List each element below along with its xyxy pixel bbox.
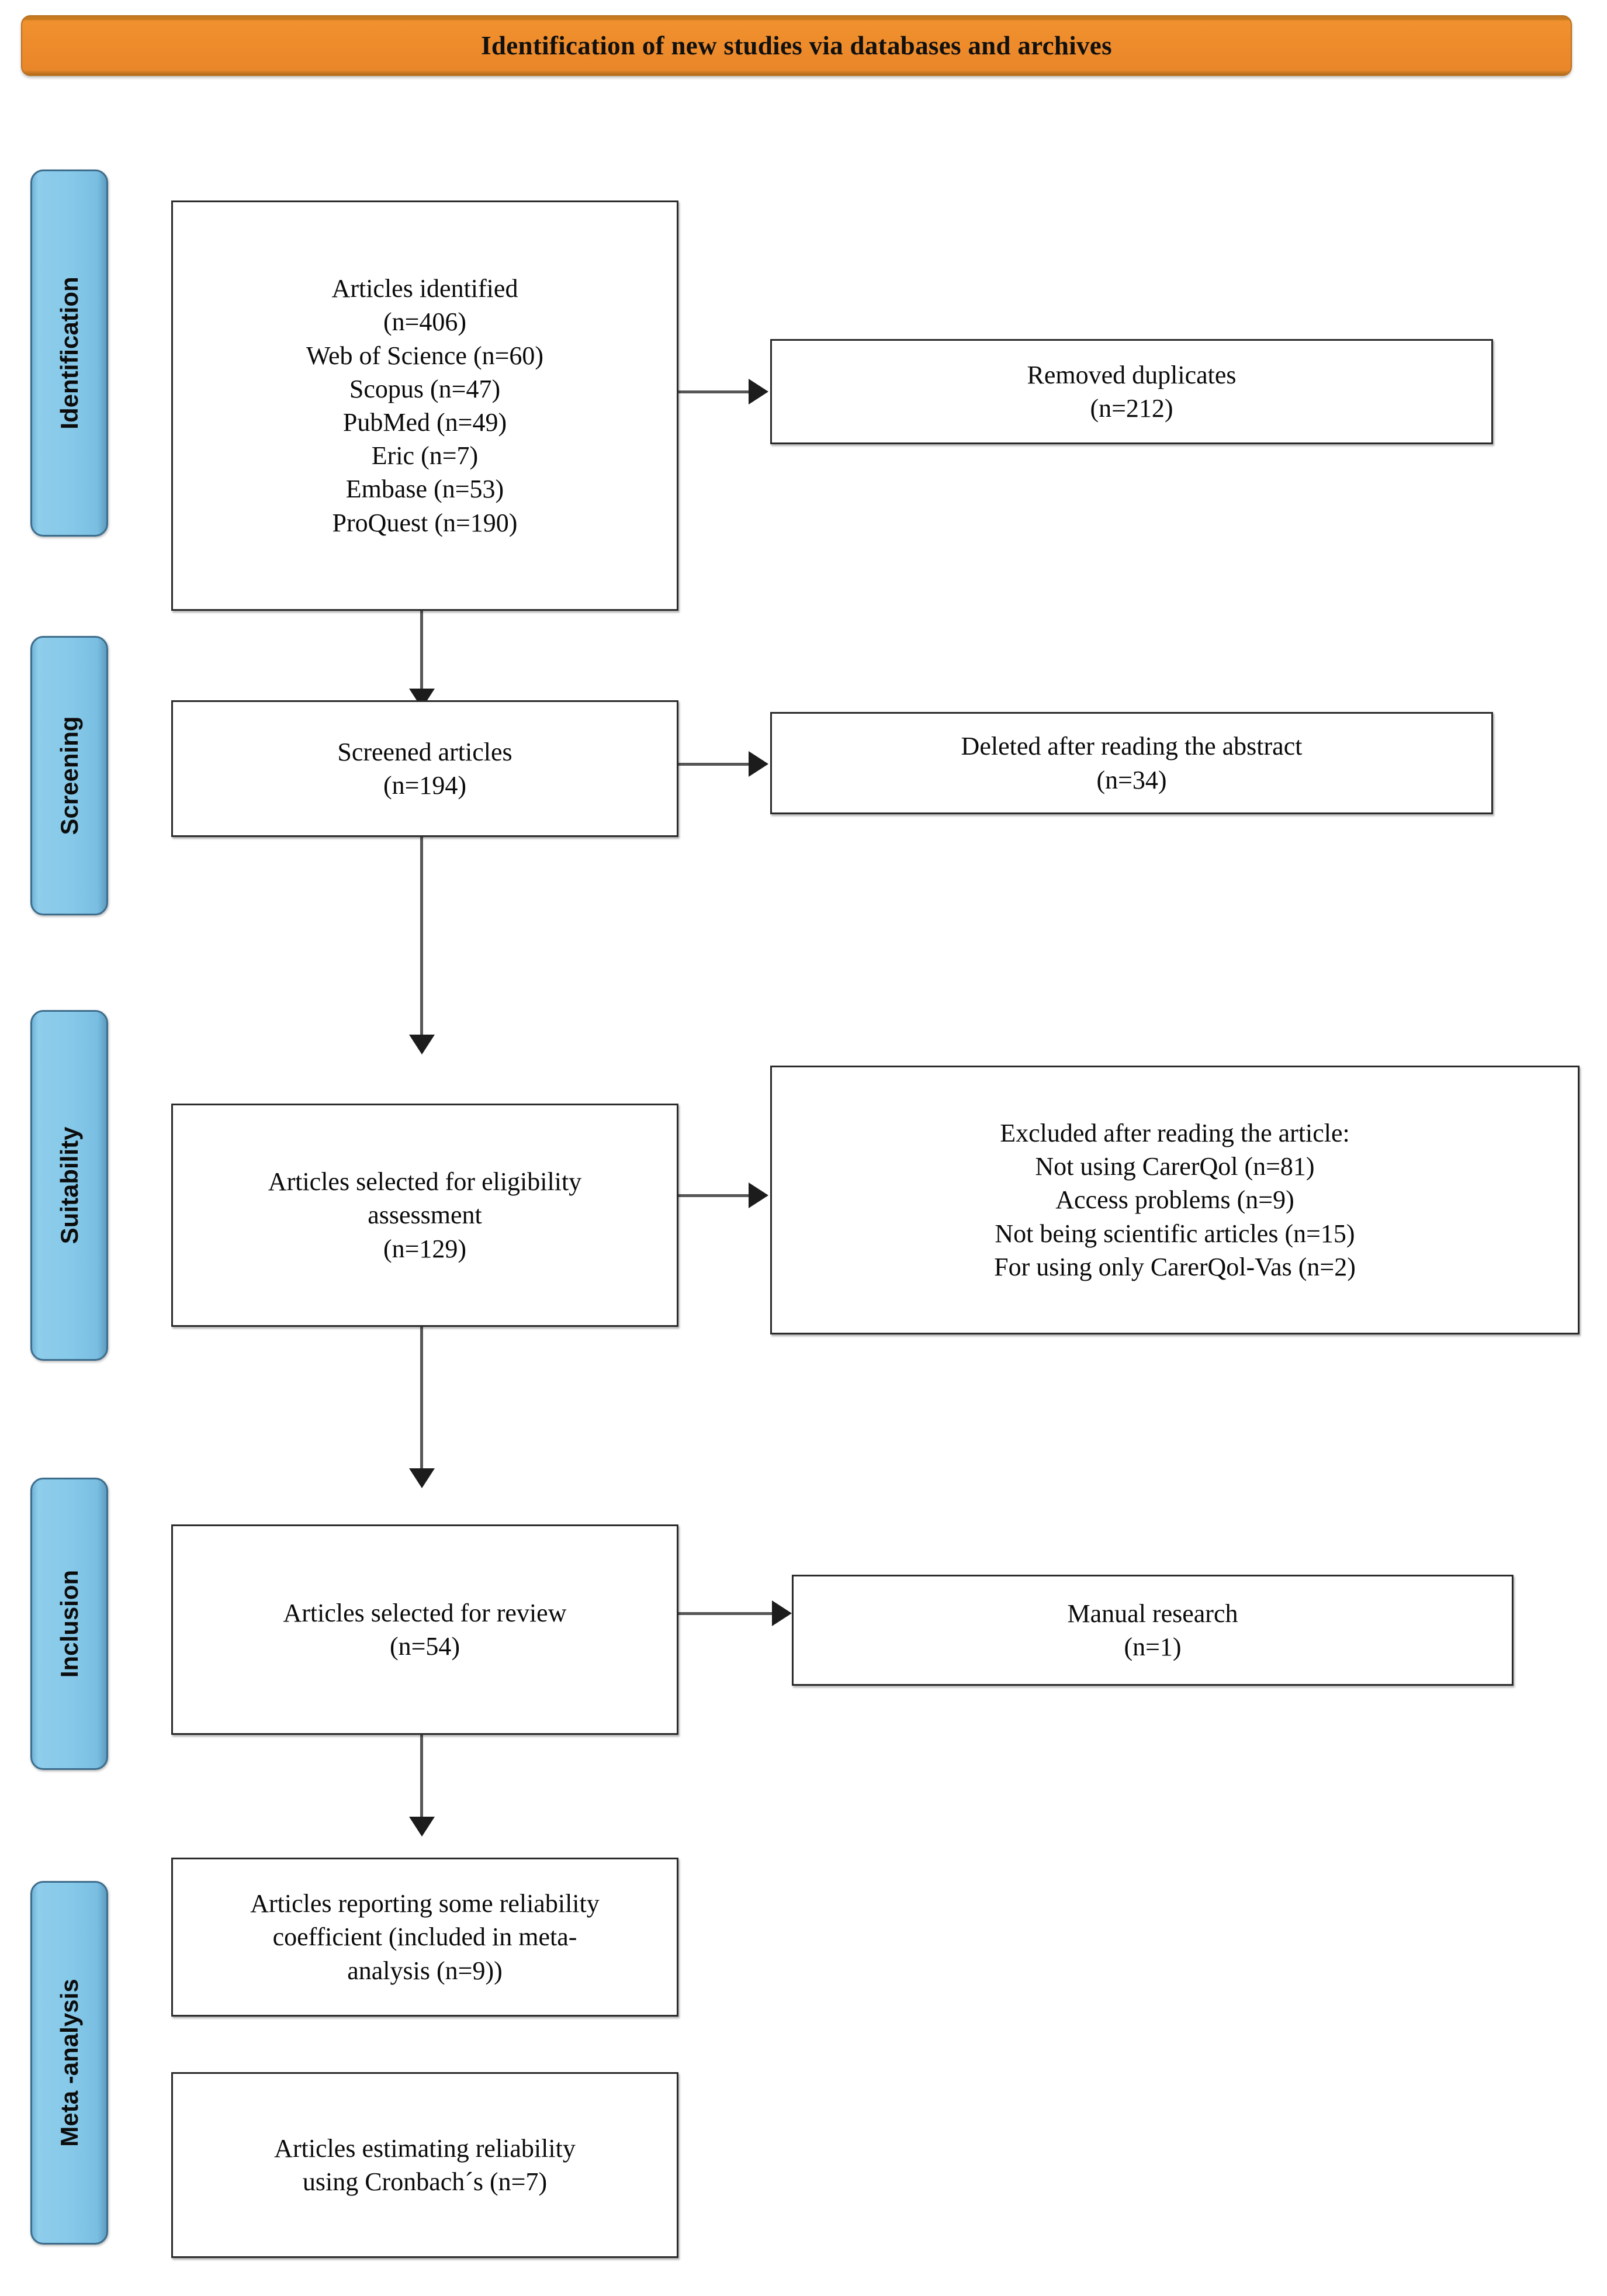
box-screened-articles: Screened articles (n=194): [171, 700, 678, 837]
stage-tab-label-meta-analysis: Meta -analysis: [55, 1979, 83, 2147]
line-articles-identified-2: Web of Science (n=60): [306, 341, 544, 370]
line-reliability-1: coefficient (included in meta-: [272, 1922, 577, 1952]
stage-tab-screening: Screening: [30, 636, 108, 915]
connector-eligibility-to-excluded: [678, 1194, 749, 1197]
arrowhead-eligibility-to-excluded: [749, 1182, 768, 1208]
box-excluded-after-article-text: Excluded after reading the article: Not …: [772, 1116, 1578, 1284]
line-articles-identified-6: Embase (n=53): [345, 475, 504, 504]
arrowhead-review-to-manual: [772, 1600, 792, 1626]
stage-tab-label-identification: Identification: [55, 276, 83, 430]
box-manual-research: Manual research (n=1): [792, 1575, 1514, 1686]
connector-review-to-manual: [678, 1612, 772, 1615]
diagram-title: Identification of new studies via databa…: [481, 31, 1112, 60]
line-cronbach-1: using Cronbach´s (n=7): [302, 2167, 548, 2196]
arrowhead-screened-to-deleted: [749, 751, 768, 777]
line-screened-articles-0: Screened articles: [337, 737, 512, 766]
line-reliability-0: Articles reporting some reliability: [250, 1889, 600, 1918]
stage-tab-suitability: Suitability: [30, 1010, 108, 1361]
stage-tab-label-inclusion: Inclusion: [55, 1569, 83, 1678]
box-reliability-coefficient-reported-text: Articles reporting some reliability coef…: [173, 1887, 677, 1987]
stage-tab-identification: Identification: [30, 170, 108, 537]
box-articles-identified-text: Articles identified (n=406) Web of Scien…: [173, 272, 677, 540]
line-articles-identified-1: (n=406): [383, 307, 467, 337]
box-deleted-after-abstract: Deleted after reading the abstract (n=34…: [770, 712, 1493, 814]
box-excluded-after-article: Excluded after reading the article: Not …: [770, 1066, 1580, 1334]
arrowhead-screened-to-eligibility: [409, 1035, 435, 1054]
stage-tab-meta-analysis: Meta -analysis: [30, 1881, 108, 2245]
line-review-1: (n=54): [389, 1632, 460, 1661]
line-manual-1: (n=1): [1124, 1633, 1182, 1661]
line-eligibility-0: Articles selected for eligibility: [268, 1167, 582, 1197]
box-articles-selected-for-review-text: Articles selected for review (n=54): [173, 1596, 677, 1663]
box-cronbach-alpha: Articles estimating reliability using Cr…: [171, 2072, 678, 2258]
arrowhead-identified-to-duplicates: [749, 379, 768, 404]
line-articles-identified-3: Scopus (n=47): [349, 374, 501, 403]
connector-screened-to-eligibility: [420, 837, 423, 1042]
connector-identified-to-duplicates: [678, 390, 749, 393]
box-articles-identified: Articles identified (n=406) Web of Scien…: [171, 200, 678, 611]
connector-screened-to-deleted: [678, 763, 749, 766]
line-deleted-after-abstract-1: (n=34): [1096, 765, 1167, 794]
line-articles-identified-7: ProQuest (n=190): [332, 508, 518, 537]
line-manual-0: Manual research: [1067, 1599, 1238, 1628]
line-excluded-0: Excluded after reading the article:: [1000, 1119, 1350, 1148]
arrowhead-review-to-reliability: [409, 1817, 435, 1837]
box-manual-research-text: Manual research (n=1): [794, 1597, 1512, 1664]
line-eligibility-1: assessment: [368, 1201, 482, 1230]
line-removed-duplicates-1: (n=212): [1090, 394, 1173, 423]
box-deleted-after-abstract-text: Deleted after reading the abstract (n=34…: [772, 729, 1491, 796]
line-excluded-3: Not being scientific articles (n=15): [995, 1219, 1355, 1248]
line-articles-identified-0: Articles identified: [331, 274, 518, 303]
line-eligibility-2: (n=129): [383, 1234, 467, 1263]
line-excluded-4: For using only CarerQol-Vas (n=2): [994, 1252, 1356, 1281]
line-excluded-2: Access problems (n=9): [1055, 1185, 1294, 1215]
connector-review-to-reliability: [420, 1733, 423, 1824]
box-eligibility-assessment-text: Articles selected for eligibility assess…: [173, 1165, 677, 1265]
box-removed-duplicates: Removed duplicates (n=212): [770, 339, 1493, 444]
line-screened-articles-1: (n=194): [383, 771, 467, 800]
connector-identified-to-screened: [420, 611, 423, 696]
box-reliability-coefficient-reported: Articles reporting some reliability coef…: [171, 1858, 678, 2017]
line-excluded-1: Not using CarerQol (n=81): [1035, 1152, 1315, 1181]
stage-tab-inclusion: Inclusion: [30, 1478, 108, 1770]
box-cronbach-alpha-text: Articles estimating reliability using Cr…: [173, 2132, 677, 2198]
line-cronbach-0: Articles estimating reliability: [274, 2134, 576, 2163]
stage-tab-label-suitability: Suitability: [55, 1126, 83, 1244]
box-removed-duplicates-text: Removed duplicates (n=212): [772, 358, 1491, 425]
line-deleted-after-abstract-0: Deleted after reading the abstract: [961, 732, 1303, 761]
stage-tab-label-screening: Screening: [55, 716, 83, 835]
box-articles-selected-for-review: Articles selected for review (n=54): [171, 1524, 678, 1735]
line-removed-duplicates-0: Removed duplicates: [1027, 360, 1237, 389]
connector-eligibility-to-review: [420, 1327, 423, 1476]
line-reliability-2: analysis (n=9)): [347, 1956, 503, 1985]
arrowhead-eligibility-to-review: [409, 1468, 435, 1488]
box-eligibility-assessment: Articles selected for eligibility assess…: [171, 1104, 678, 1327]
line-articles-identified-4: PubMed (n=49): [342, 408, 507, 437]
box-screened-articles-text: Screened articles (n=194): [173, 735, 677, 802]
line-review-0: Articles selected for review: [283, 1598, 567, 1627]
diagram-header-banner: Identification of new studies via databa…: [21, 15, 1572, 76]
line-articles-identified-5: Eric (n=7): [371, 441, 479, 471]
